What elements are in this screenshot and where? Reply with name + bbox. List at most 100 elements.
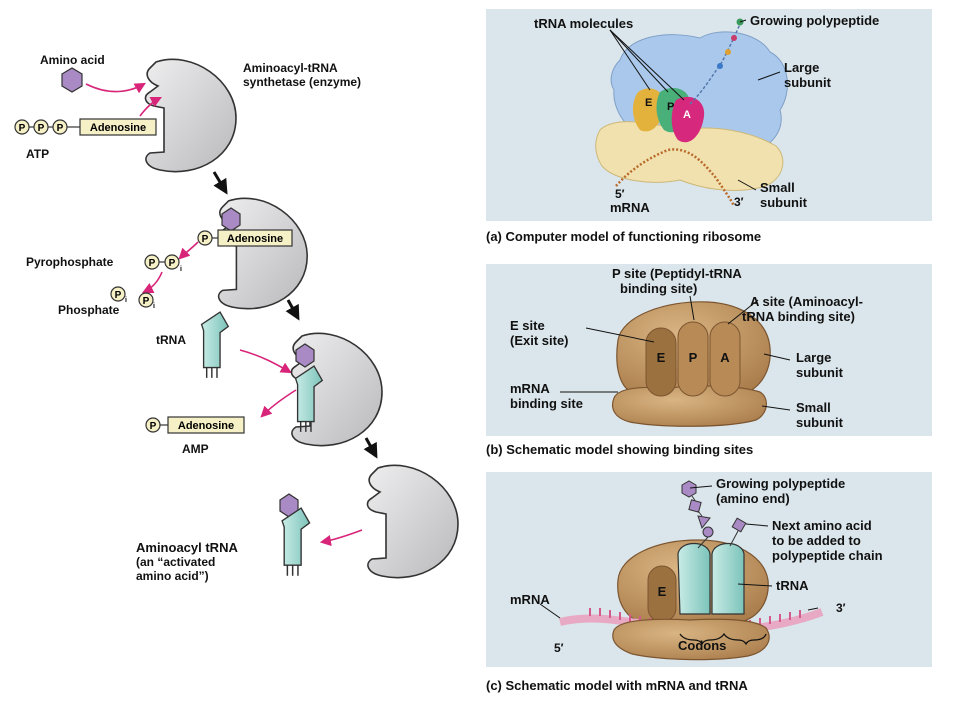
large-subunit-label-2: subunit: [784, 75, 832, 90]
next-amino-acid-label-2: to be added to: [772, 533, 861, 548]
codons-label: Codons: [678, 638, 726, 653]
atp-label: ATP: [26, 147, 49, 161]
synthetase-enzyme-1: [144, 58, 237, 173]
pyrophosphate-label: Pyrophosphate: [26, 255, 114, 269]
trna-charging-pathway: Amino acid Aminoacyl-tRNA synthetase (en…: [14, 53, 459, 583]
panel-c-mrna-label: mRNA: [510, 592, 550, 607]
model-mrna-label: mRNA: [610, 200, 650, 215]
svg-text:P: P: [149, 258, 156, 269]
panel-c-trna-label: tRNA: [776, 578, 809, 593]
p-site-slot: [677, 321, 709, 397]
e-site-label-1: E site: [510, 318, 545, 333]
e-site-label-2: (Exit site): [510, 333, 569, 348]
atp-molecule: P P P Adenosine: [14, 118, 157, 136]
a-site-trna-model: [671, 96, 705, 143]
svg-text:i: i: [153, 303, 155, 310]
large-subunit-label-1: Large: [784, 60, 819, 75]
panel-b-schematic-binding-sites: E P A P site (Peptidyl-tRNA binding site…: [486, 264, 932, 457]
pyrophosphate-molecule: P P i: [144, 254, 182, 273]
next-amino-acid-label-3: polypeptide chain: [772, 548, 883, 563]
model-site-p: P: [667, 101, 674, 113]
panel-c-growing-label-2: (amino end): [716, 491, 790, 506]
svg-text:P: P: [202, 234, 209, 245]
amino-acid-label: Amino acid: [40, 53, 105, 67]
a-site-label-1: A site (Aminoacyl-: [750, 294, 863, 309]
panel-c-site-e: E: [658, 584, 667, 599]
atp-arrow: [139, 96, 163, 117]
phosphate-arrow: [141, 271, 163, 294]
model-mrna-strand: [615, 148, 736, 207]
amp-label: AMP: [182, 442, 209, 456]
step-arrow-3: [363, 437, 378, 459]
next-amino-acid-label-1: Next amino acid: [772, 518, 872, 533]
svg-text:P: P: [115, 290, 122, 301]
bound-amino-acid-2: [221, 207, 241, 232]
growing-polypeptide-chain: [681, 480, 714, 549]
svg-text:P: P: [19, 123, 26, 134]
a-site-slot: [709, 321, 741, 397]
schematic-small-label-2: subunit: [796, 415, 844, 430]
panel-c-caption: (c) Schematic model with mRNA and tRNA: [486, 678, 748, 693]
p-site-label-1: P site (Peptidyl-tRNA: [612, 266, 742, 281]
schematic-site-p: P: [689, 350, 698, 365]
panel-c-mrna-trna-model: E Growing polypeptide (amino end) Next: [486, 472, 932, 693]
synthetase-enzyme-4: [366, 464, 459, 579]
panel-a-caption: (a) Computer model of functioning riboso…: [486, 229, 761, 244]
small-subunit-label-2: subunit: [760, 195, 808, 210]
svg-text:P: P: [143, 296, 150, 307]
svg-text:i: i: [180, 266, 182, 273]
free-trna: [200, 311, 230, 379]
p-site-label-2: binding site): [620, 281, 697, 296]
schematic-large-label-1: Large: [796, 350, 831, 365]
schematic-large-label-2: subunit: [796, 365, 844, 380]
a-site-label-2: tRNA binding site): [742, 309, 855, 324]
model-site-e: E: [645, 97, 652, 109]
model-site-a: A: [683, 109, 691, 121]
schematic-site-e: E: [657, 350, 666, 365]
amp-molecule: P Adenosine: [145, 416, 245, 434]
adenosine-label-2: Adenosine: [227, 233, 283, 245]
svg-text:P: P: [38, 123, 45, 134]
bound-amino-acid-3: [295, 343, 315, 368]
panel-c-five-prime: 5′: [554, 641, 564, 655]
adenosine-label-1: Adenosine: [90, 122, 146, 134]
panel-b-caption: (b) Schematic model showing binding site…: [486, 442, 753, 457]
panel-c-three-prime: 3′: [836, 601, 846, 615]
adenosine-label-3: Adenosine: [178, 420, 234, 432]
amp-release-arrow: [260, 389, 297, 418]
e-site-slot: [645, 327, 677, 397]
phosphate-molecules: P i P i: [110, 286, 155, 310]
trna-molecules-label: tRNA molecules: [534, 16, 633, 31]
e-site-trna-model: [632, 88, 664, 132]
schematic-site-a: A: [720, 350, 730, 365]
trna-arrow: [239, 349, 292, 374]
activated-label-line2: amino acid”): [136, 569, 209, 583]
a-site-trna: [711, 542, 745, 615]
panel-c-growing-label-1: Growing polypeptide: [716, 476, 845, 491]
enzyme-label-line2: synthetase (enzyme): [243, 75, 361, 89]
phosphate-label: Phosphate: [58, 303, 120, 317]
svg-text:P: P: [57, 123, 64, 134]
model-five-prime: 5′: [615, 187, 625, 201]
activated-label-line1: (an “activated: [136, 555, 215, 569]
panel-a-computer-model: E P A tRNA molecules Growing polypeptide…: [486, 9, 932, 244]
growing-polypeptide-label: Growing polypeptide: [750, 13, 879, 28]
p-site-trna: [677, 542, 711, 615]
amino-acid-arrow: [85, 82, 146, 94]
next-amino-acid: [731, 517, 747, 533]
schematic-small-label-1: Small: [796, 400, 831, 415]
aminoacyl-trna-molecule: [281, 507, 311, 577]
aminoacyl-trna-label: Aminoacyl tRNA: [136, 540, 238, 555]
svg-text:P: P: [150, 421, 157, 432]
svg-text:P: P: [169, 258, 176, 269]
svg-text:i: i: [125, 297, 127, 304]
step-arrow-2: [285, 299, 300, 321]
trna-label: tRNA: [156, 333, 186, 347]
pyrophosphate-arrow: [178, 241, 199, 260]
codons-bracket: [679, 632, 767, 646]
small-subunit-label-1: Small: [760, 180, 795, 195]
mrna-site-label-2: binding site: [510, 396, 583, 411]
enzyme-label-line1: Aminoacyl-tRNA: [243, 61, 338, 75]
model-three-prime: 3′: [734, 195, 744, 209]
